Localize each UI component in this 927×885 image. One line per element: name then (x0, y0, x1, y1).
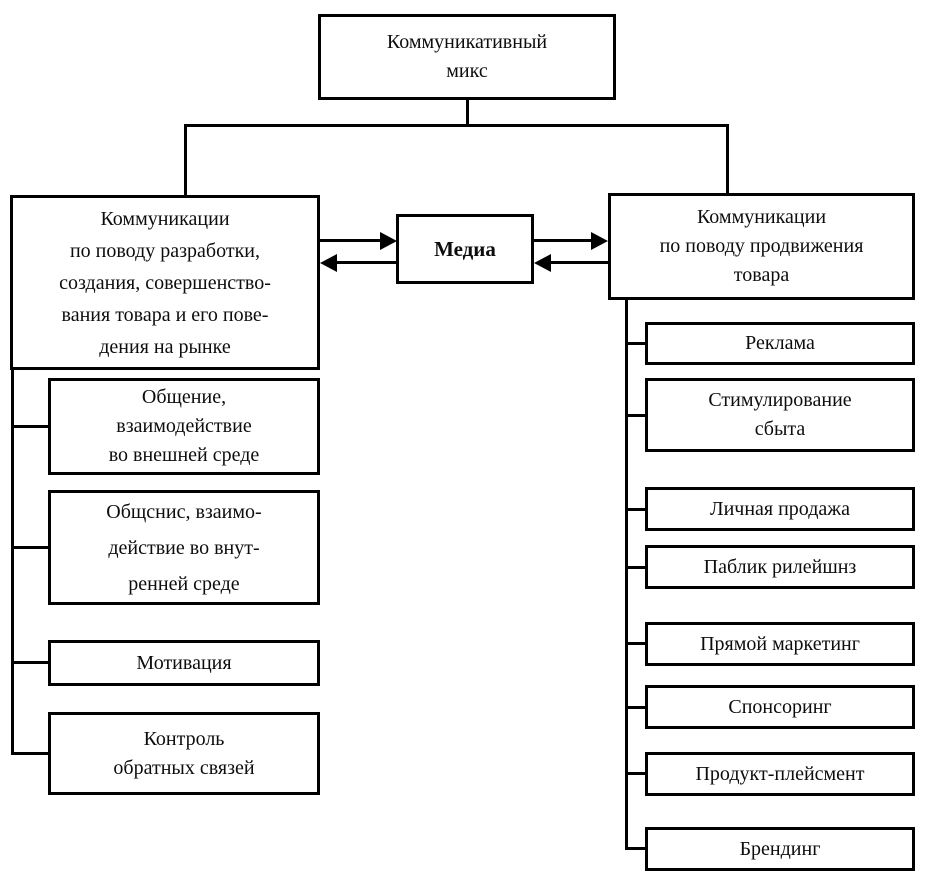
left-item-node: Общение, взаимодействие во внешней среде (48, 378, 320, 475)
connector-line (625, 508, 647, 511)
connector-line (534, 239, 594, 242)
right-branch-node: Коммуникации по поводу продвижения товар… (608, 193, 915, 300)
right-item-node: Прямой маркетинг (645, 622, 915, 666)
right-item-node: Продукт-плейсмент (645, 752, 915, 796)
connector-line (11, 661, 50, 664)
connector-line (320, 239, 382, 242)
connector-line (625, 566, 647, 569)
connector-line (625, 772, 647, 775)
connector-line (11, 368, 14, 755)
left-item-node: Общснис, взаимо- действие во внут- ренне… (48, 490, 320, 605)
left-item-node: Контроль обратных связей (48, 712, 320, 795)
connector-line (11, 546, 50, 549)
connector-line (11, 752, 50, 755)
root-node: Коммуникативный микс (318, 14, 616, 100)
right-item-node: Брендинг (645, 827, 915, 871)
connector-line (184, 124, 187, 198)
media-node: Медиа (396, 214, 534, 284)
right-item-node: Паблик рилейшнз (645, 545, 915, 589)
connector-line (550, 261, 608, 264)
arrow-left-icon (534, 254, 551, 272)
arrow-right-icon (591, 232, 608, 250)
connector-line (625, 706, 647, 709)
left-branch-node: Коммуникации по поводу разработки, созда… (10, 195, 320, 370)
connector-line (336, 261, 396, 264)
connector-line (11, 425, 50, 428)
left-item-node: Мотивация (48, 640, 320, 686)
arrow-left-icon (320, 254, 337, 272)
connector-line (625, 847, 647, 850)
right-item-node: Реклама (645, 322, 915, 365)
right-item-node: Стимулирование сбыта (645, 378, 915, 452)
connector-line (466, 100, 469, 127)
right-item-node: Спонсоринг (645, 685, 915, 729)
connector-line (726, 124, 729, 196)
connector-line (625, 642, 647, 645)
arrow-right-icon (380, 232, 397, 250)
connector-line (184, 124, 729, 127)
connector-line (625, 414, 647, 417)
connector-line (625, 298, 628, 850)
right-item-node: Личная продажа (645, 487, 915, 531)
connector-line (625, 342, 647, 345)
